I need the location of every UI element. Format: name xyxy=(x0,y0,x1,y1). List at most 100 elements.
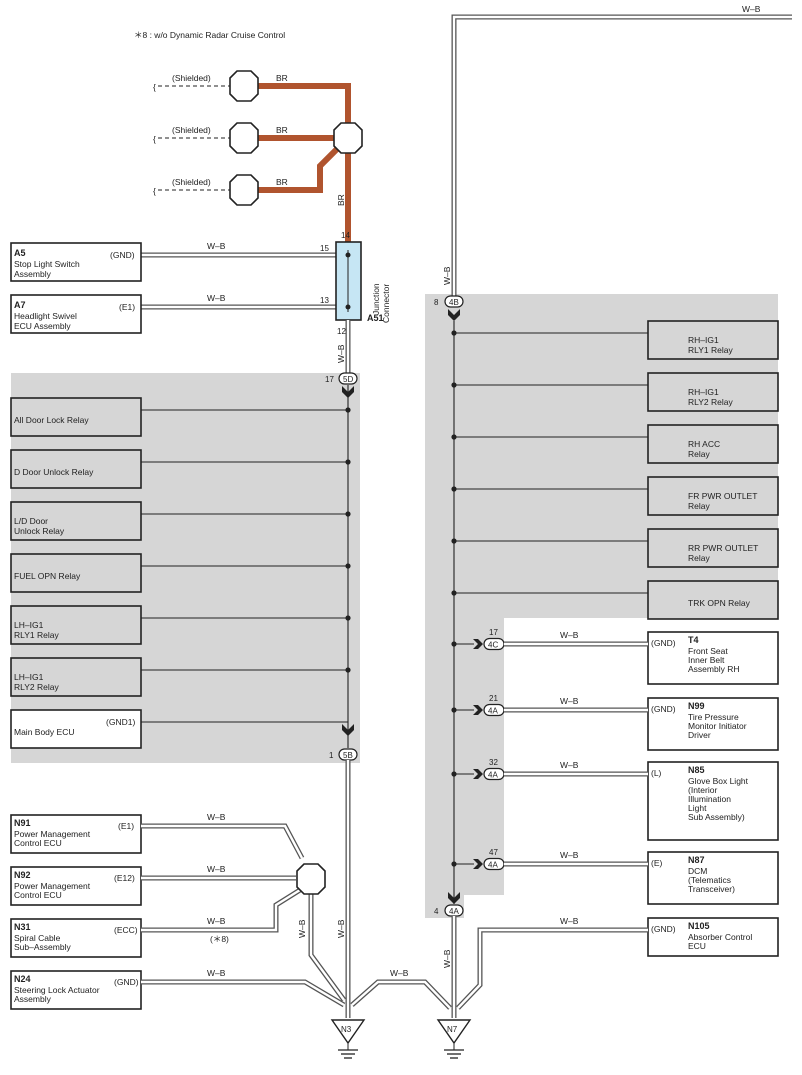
left-relay-label: All Door Lock Relay xyxy=(14,415,89,425)
component-line: Driver xyxy=(688,730,711,740)
connector-label: 4A xyxy=(488,861,498,870)
connector-label: 4A xyxy=(488,707,498,716)
right-relay-splice-dot xyxy=(451,486,457,492)
component-line: Tire Pressure xyxy=(688,712,739,722)
component-code: N87 xyxy=(688,855,705,865)
component-pin: (ECC) xyxy=(114,925,138,935)
br-wire-3 xyxy=(258,145,341,193)
svg-text:{: { xyxy=(153,186,156,196)
ground-n7-icon: N7 xyxy=(436,1019,472,1059)
connector-4b: 4B 8 xyxy=(434,295,464,321)
main-body-name: Main Body ECU xyxy=(14,727,74,737)
connector-arrow-icon xyxy=(473,769,483,779)
splice-bottom-left-icon xyxy=(296,863,326,895)
right-relay-label: Relay xyxy=(688,449,710,459)
connector-arrow-icon xyxy=(473,705,483,715)
right-relay-label: RLY1 Relay xyxy=(688,345,733,355)
a51-pin-15: 15 xyxy=(320,244,329,253)
a5-pin: (GND) xyxy=(110,250,135,260)
component-main-body-ecu xyxy=(10,709,142,749)
left-relay-splice-dot xyxy=(345,511,351,517)
connector-pin: 32 xyxy=(489,758,498,767)
a51-name-2: Connector xyxy=(381,284,391,323)
a51-pin-top: 14 xyxy=(341,231,350,240)
right-relay-splice-dot xyxy=(451,330,457,336)
component-line: (Interior xyxy=(688,785,717,795)
right-relay-splice-dot xyxy=(451,590,457,596)
wb-label-right-comp: W–B xyxy=(560,850,579,860)
component-n91 xyxy=(10,814,142,854)
left-relay-label: D Door Unlock Relay xyxy=(14,467,94,477)
left-relay-box xyxy=(10,449,142,489)
splice-shield-2-icon xyxy=(229,122,259,154)
right-relay-box xyxy=(647,424,779,464)
splice-shield-1-icon xyxy=(229,70,259,102)
n31-note: (＊8) xyxy=(210,934,229,944)
component-a7 xyxy=(10,294,142,334)
right-relay-box xyxy=(647,476,779,516)
wb-label-splice-down: W–B xyxy=(297,919,307,938)
svg-text:5B: 5B xyxy=(343,751,353,760)
connector-pin: 17 xyxy=(489,628,498,637)
connector-5b: 5B 1 xyxy=(329,748,358,761)
component-code: N105 xyxy=(688,921,710,931)
right-relay-label: RR PWR OUTLET xyxy=(688,543,758,553)
component-pin: (E) xyxy=(651,858,663,868)
connector-label: 4C xyxy=(488,641,498,650)
component-line: Power Management xyxy=(14,881,91,891)
left-relay-box xyxy=(10,397,142,437)
a7-line-2: ECU Assembly xyxy=(14,321,71,331)
footnote-note: ＊8 : w/o Dynamic Radar Cruise Control xyxy=(134,30,285,40)
junction-connector-a51: 14 15 13 12 A51 Junction Connector xyxy=(141,231,391,336)
wb-label-top: W–B xyxy=(742,4,761,14)
right-relay-label: Relay xyxy=(688,553,710,563)
left-relay-box xyxy=(10,605,142,645)
a51-pin-12: 12 xyxy=(337,327,346,336)
left-relay-box xyxy=(10,553,142,593)
a7-code: A7 xyxy=(14,300,26,310)
right-relay-box xyxy=(647,320,779,360)
shielded-label-3: (Shielded) xyxy=(172,177,211,187)
left-relay-label: RLY1 Relay xyxy=(14,630,59,640)
component-line: Assembly xyxy=(14,994,52,1004)
component-n92 xyxy=(10,866,142,906)
wb-label-n92: W–B xyxy=(207,864,226,874)
left-relay-splice-dot xyxy=(345,615,351,621)
4b-pin: 8 xyxy=(434,298,439,307)
splice-shield-3-icon xyxy=(229,174,259,206)
right-relay-label: RH–IG1 xyxy=(688,335,719,345)
wb-label-right-comp: W–B xyxy=(560,630,579,640)
component-code: N85 xyxy=(688,765,705,775)
right-relay-label: Relay xyxy=(688,501,710,511)
left-relay-splice-dot xyxy=(345,459,351,465)
wb-label-ground-link: W–B xyxy=(390,968,409,978)
left-relay-label: LH–IG1 xyxy=(14,620,44,630)
left-relay-splice-dot xyxy=(345,563,351,569)
component-line: Glove Box Light xyxy=(688,776,749,786)
component-code: N99 xyxy=(688,701,705,711)
right-relay-splice-dot xyxy=(451,434,457,440)
a51-code: A51 xyxy=(367,313,384,323)
right-relay-label: TRK OPN Relay xyxy=(688,598,751,608)
a5-line-1: Stop Light Switch xyxy=(14,259,80,269)
wb-label-right-comp: W–B xyxy=(560,760,579,770)
component-line: Assembly RH xyxy=(688,664,739,674)
wb-label-a7: W–B xyxy=(207,293,226,303)
left-relay-box xyxy=(10,657,142,697)
right-relay-box xyxy=(647,528,779,568)
a5-line-2: Assembly xyxy=(14,269,52,279)
right-relay-box xyxy=(647,372,779,412)
component-code: N92 xyxy=(14,870,31,880)
a5-code: A5 xyxy=(14,248,26,258)
right-relay-splice-dot xyxy=(451,538,457,544)
right-relay-label: RH–IG1 xyxy=(688,387,719,397)
left-relay-box xyxy=(10,501,142,541)
component-n24 xyxy=(10,970,142,1010)
right-relay-label: FR PWR OUTLET xyxy=(688,491,757,501)
left-relay-label: L/D Door xyxy=(14,516,48,526)
component-n105 xyxy=(647,917,779,957)
5b-pin: 1 xyxy=(329,751,334,760)
component-pin: (GND) xyxy=(114,977,139,987)
svg-text:4B: 4B xyxy=(449,298,459,307)
